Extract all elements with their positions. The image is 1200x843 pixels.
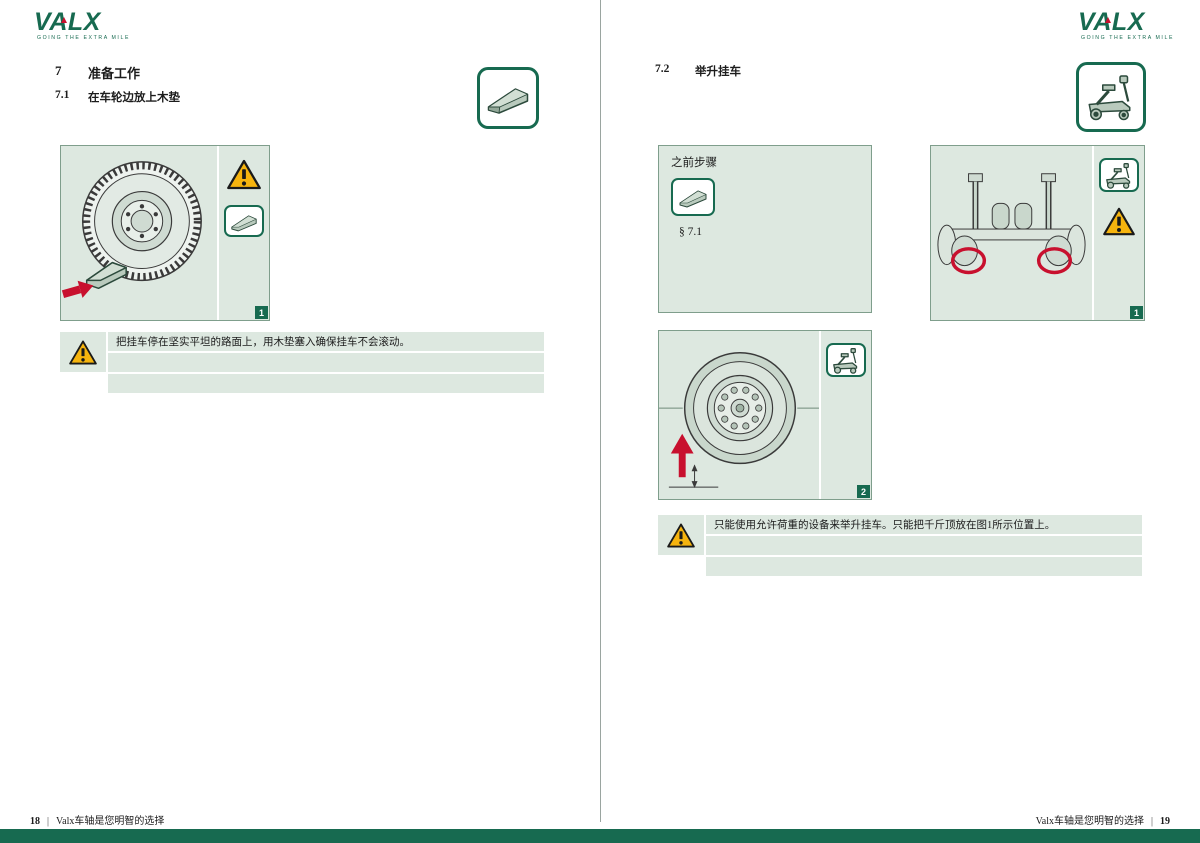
red-arrow-up bbox=[670, 433, 694, 478]
footer-right: Valx车轴是您明智的选择 | 19 bbox=[1036, 812, 1170, 827]
footer-slogan: Valx车轴是您明智的选择 bbox=[1035, 816, 1144, 827]
wheel-chock-icon bbox=[487, 88, 529, 114]
previous-steps-title: 之前步骤 bbox=[671, 157, 717, 169]
figure-symbol-column bbox=[1092, 146, 1144, 320]
footer-separator: | bbox=[47, 816, 50, 827]
warning-icon-cell bbox=[658, 515, 704, 555]
wheel-chock-icon bbox=[679, 190, 707, 208]
trolley-jack-icon bbox=[1106, 162, 1131, 189]
page-divider bbox=[600, 0, 601, 822]
logo-text: VALX bbox=[34, 8, 102, 36]
page-number: 18 bbox=[30, 816, 40, 827]
axle-illustration bbox=[937, 173, 1086, 275]
warning-triangle-icon bbox=[667, 523, 695, 547]
subsection-number: 7.2 bbox=[655, 63, 670, 75]
warning-empty-row bbox=[706, 536, 1142, 555]
figure-wheel-lift: 2 bbox=[658, 330, 872, 500]
logo-red-accent bbox=[1105, 17, 1111, 23]
trolley-jack-icon bbox=[1088, 75, 1131, 121]
subsection-title: 举升挂车 bbox=[695, 66, 741, 78]
section-title: 准备工作 bbox=[88, 66, 141, 81]
warning-note-rows: 只能使用允许荷重的设备来举升挂车。只能把千斤顶放在图1所示位置上。 bbox=[706, 515, 1142, 576]
red-arrow bbox=[61, 280, 94, 299]
figure-symbol-column bbox=[819, 331, 871, 499]
jack-point-highlight-left bbox=[951, 247, 987, 275]
logo-red-accent bbox=[61, 17, 67, 23]
warning-text: 只能使用允许荷重的设备来举升挂车。只能把千斤顶放在图1所示位置上。 bbox=[706, 515, 1142, 534]
figure-symbol-column bbox=[217, 146, 269, 320]
logo-text: VALX bbox=[1078, 8, 1146, 36]
figure-axle-jack-points: 1 bbox=[930, 145, 1145, 321]
valx-logo-right: VALX GOING THE EXTRA MILE bbox=[1078, 6, 1188, 44]
valx-logo-left: VALX GOING THE EXTRA MILE bbox=[34, 6, 144, 44]
figure-number-badge: 2 bbox=[857, 485, 870, 498]
footer-separator: | bbox=[1150, 816, 1153, 827]
warning-icon-cell bbox=[60, 332, 106, 372]
previous-steps-reference: § 7.1 bbox=[679, 226, 702, 238]
chock-mini-tile bbox=[671, 178, 715, 216]
figure-wheel-chock: 1 bbox=[60, 145, 270, 321]
warning-note-left: 把挂车停在坚实平坦的路面上，用木垫塞入确保挂车不会滚动。 bbox=[60, 332, 544, 393]
chock-icon-tile bbox=[477, 67, 539, 129]
bottom-green-bar bbox=[0, 829, 1200, 843]
subsection-number: 7.1 bbox=[55, 89, 70, 101]
figure-number-badge: 1 bbox=[255, 306, 268, 319]
warning-empty-row bbox=[108, 353, 544, 372]
warning-empty-row bbox=[108, 374, 544, 393]
jack-mini-tile bbox=[1099, 158, 1139, 192]
wheel-chock-icon bbox=[231, 214, 257, 231]
warning-text: 把挂车停在坚实平坦的路面上，用木垫塞入确保挂车不会滚动。 bbox=[108, 332, 544, 351]
trolley-jack-icon bbox=[833, 347, 858, 374]
jack-icon-tile bbox=[1076, 62, 1146, 132]
page-number: 19 bbox=[1160, 816, 1170, 827]
wheel-chock-illustration bbox=[61, 161, 202, 299]
warning-empty-row bbox=[706, 557, 1142, 576]
warning-triangle-icon bbox=[69, 340, 97, 364]
logo-tagline: GOING THE EXTRA MILE bbox=[37, 35, 130, 41]
footer-left: 18 | Valx车轴是您明智的选择 bbox=[30, 812, 164, 827]
subsection-title: 在车轮边放上木垫 bbox=[88, 92, 180, 104]
logo-tagline: GOING THE EXTRA MILE bbox=[1081, 35, 1174, 41]
section-number: 7 bbox=[55, 63, 62, 78]
wheel-front-illustration bbox=[659, 352, 819, 489]
warning-triangle-icon bbox=[227, 159, 261, 190]
previous-steps-panel: 之前步骤 § 7.1 bbox=[658, 145, 872, 313]
figure-number-badge: 1 bbox=[1130, 306, 1143, 319]
jack-mini-tile bbox=[826, 343, 866, 377]
chock-mini-tile bbox=[224, 205, 264, 237]
warning-note-rows: 把挂车停在坚实平坦的路面上，用木垫塞入确保挂车不会滚动。 bbox=[108, 332, 544, 393]
warning-note-right: 只能使用允许荷重的设备来举升挂车。只能把千斤顶放在图1所示位置上。 bbox=[658, 515, 1142, 576]
warning-triangle-icon bbox=[1103, 207, 1135, 236]
jack-point-highlight-right bbox=[1036, 247, 1072, 275]
footer-slogan: Valx车轴是您明智的选择 bbox=[56, 816, 165, 827]
